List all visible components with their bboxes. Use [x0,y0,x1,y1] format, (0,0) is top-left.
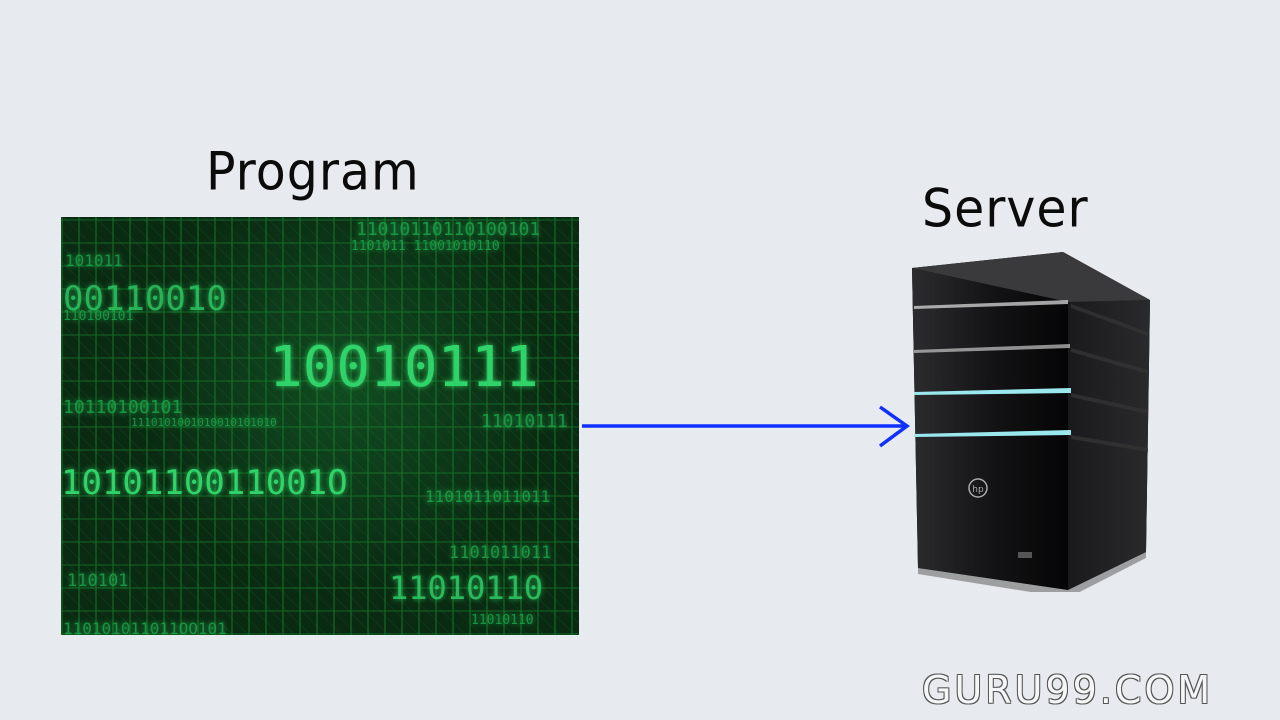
arrow-head [878,405,910,448]
binary-text: 00110010 [63,279,227,319]
watermark: GURU99.COM [922,668,1214,712]
binary-text: 10110100101 [63,397,183,418]
binary-text: 101011 [65,251,123,270]
binary-text: 11010110 [471,613,534,628]
server-label: Server [922,177,1089,240]
binary-text: 11010110 [389,569,544,607]
binary-text: 110101011011OO101 [63,619,227,635]
binary-text: 11010110110100101 [356,219,541,240]
binary-text: 10010111 [269,335,539,400]
binary-text: 110101 [67,571,129,591]
binary-text: 1101011 11001010110 [351,239,500,254]
binary-text: 1101011011 [449,543,552,563]
server-icon: hp [912,252,1150,592]
binary-text: 110100101 [63,309,134,324]
binary-text: 1110101001010010101010 [131,416,277,429]
svg-text:hp: hp [972,485,984,495]
program-label: Program [206,140,420,203]
program-binary-image: 11010110110100101 1101011 11001010110 10… [61,217,579,635]
binary-text: 11010111 [481,411,568,432]
binary-text: 1101011011011 [425,487,551,506]
binary-text: 1010110011001O [61,463,348,503]
